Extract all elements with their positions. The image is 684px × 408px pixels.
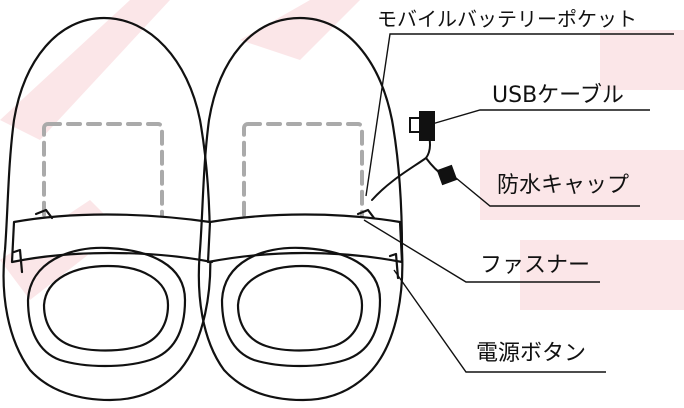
usb-plug-tip xyxy=(409,117,421,133)
usb-plug xyxy=(419,111,435,141)
left-strap-tab-2 xyxy=(12,248,24,274)
cable-assembly xyxy=(371,111,458,201)
callout-power-button: 電源ボタン xyxy=(476,341,587,366)
left-opening-inner xyxy=(42,264,170,352)
leader-fastener xyxy=(363,219,600,283)
left-strap xyxy=(10,213,214,264)
watermark-shape-right-2 xyxy=(520,240,684,310)
right-slipper xyxy=(197,16,404,402)
left-slipper-outline xyxy=(2,16,212,402)
watermark-shape-left xyxy=(0,0,170,140)
leader-lines xyxy=(363,33,674,373)
right-power-button-outline xyxy=(388,252,400,280)
watermark-shape-mid xyxy=(240,0,360,60)
callout-fastener: ファスナー xyxy=(480,253,591,278)
right-opening-outer xyxy=(220,246,382,368)
left-strap-tab-1 xyxy=(34,208,54,220)
watermark-shape-right-3 xyxy=(600,30,684,90)
leader-usb-cable xyxy=(431,109,650,125)
right-opening-inner xyxy=(236,264,364,352)
left-opening-outer xyxy=(26,246,187,368)
right-slipper-outline xyxy=(197,16,404,402)
watermark-shape-right-1 xyxy=(480,150,684,220)
right-strap-tab-1 xyxy=(356,208,376,220)
callout-waterproof-cap: 防水キャップ xyxy=(497,173,630,198)
callout-usb-cable: USBケーブル xyxy=(492,83,624,108)
right-strap xyxy=(206,213,404,264)
left-slipper xyxy=(2,16,214,402)
waterproof-cap-shape xyxy=(436,164,458,186)
callout-battery-pocket: モバイルバッテリーポケット xyxy=(377,7,637,31)
leader-battery-pocket xyxy=(365,33,674,197)
leader-waterproof-cap xyxy=(455,177,640,207)
leader-power-button xyxy=(393,269,606,373)
